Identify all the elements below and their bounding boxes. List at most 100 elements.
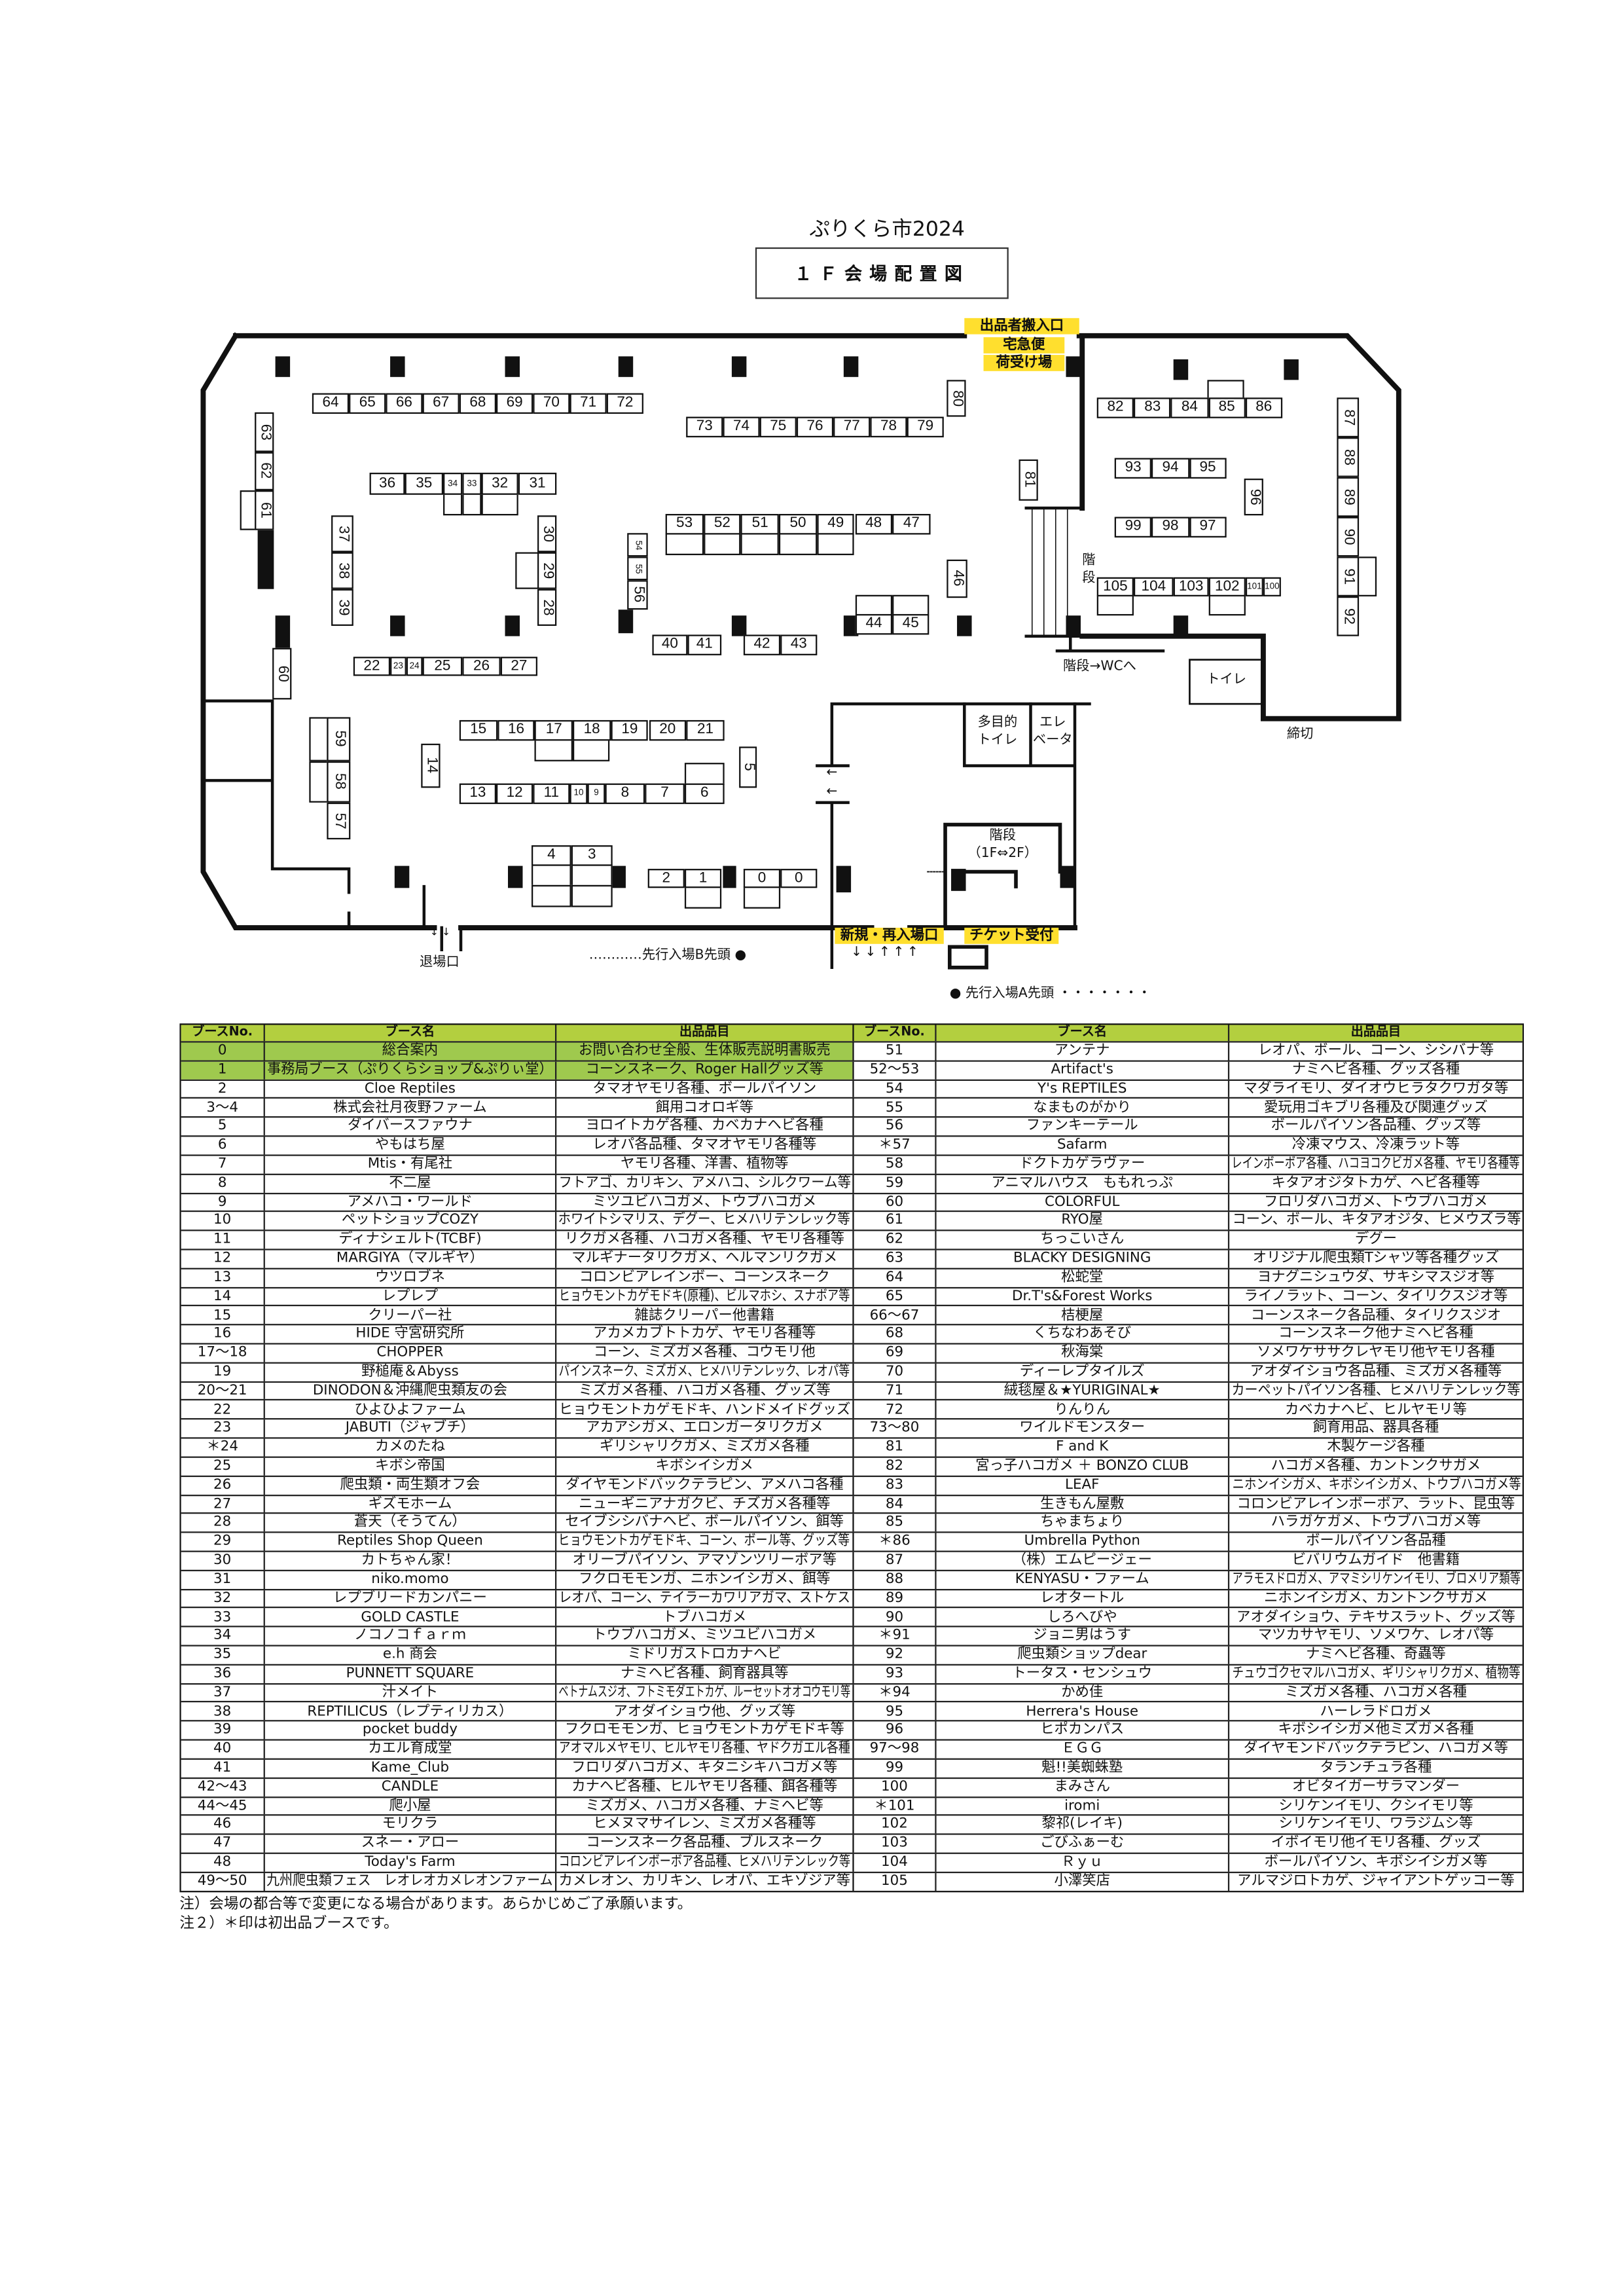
booth-85[interactable]: 85 xyxy=(1208,397,1246,418)
booth-95[interactable]: 95 xyxy=(1189,458,1227,479)
booth-77[interactable]: 77 xyxy=(833,416,871,438)
booth-98[interactable]: 98 xyxy=(1151,517,1189,538)
booth-74[interactable]: 74 xyxy=(723,416,760,438)
booth-94[interactable]: 94 xyxy=(1151,458,1189,479)
booth-101[interactable]: 101 xyxy=(1245,577,1263,596)
booth-25[interactable]: 25 xyxy=(422,657,463,676)
booth-10[interactable]: 10 xyxy=(569,783,588,805)
booth-104[interactable]: 104 xyxy=(1133,577,1174,596)
booth-42[interactable]: 42 xyxy=(743,634,781,655)
booth-49[interactable]: 49 xyxy=(816,514,855,535)
booth-40[interactable]: 40 xyxy=(652,634,688,655)
booth-24[interactable]: 24 xyxy=(406,657,423,676)
booth-65[interactable]: 65 xyxy=(349,393,386,414)
booth-56[interactable]: 56 xyxy=(627,580,648,610)
booth-67[interactable]: 67 xyxy=(422,393,460,414)
booth-60[interactable]: 60 xyxy=(272,647,292,700)
booth-100[interactable]: 100 xyxy=(1263,577,1281,596)
booth-19[interactable]: 19 xyxy=(611,720,649,741)
booth-22[interactable]: 22 xyxy=(353,657,391,676)
booth-36[interactable]: 36 xyxy=(369,473,405,495)
booth-58[interactable]: 58 xyxy=(327,761,351,803)
booth-30[interactable]: 30 xyxy=(537,515,557,553)
booth-105[interactable]: 105 xyxy=(1096,577,1134,596)
booth-90[interactable]: 90 xyxy=(1337,517,1360,557)
booth-68[interactable]: 68 xyxy=(459,393,497,414)
booth-44[interactable]: 44 xyxy=(855,613,893,635)
booth-26[interactable]: 26 xyxy=(462,657,501,676)
booth-1[interactable]: 1 xyxy=(684,869,722,888)
booth-102[interactable]: 102 xyxy=(1208,577,1246,596)
booth-9[interactable]: 9 xyxy=(587,783,605,805)
booth-69[interactable]: 69 xyxy=(496,393,533,414)
booth-54[interactable]: 54 xyxy=(627,533,648,557)
booth-4[interactable]: 4 xyxy=(531,845,571,866)
booth-53[interactable]: 53 xyxy=(665,514,704,535)
booth-47[interactable]: 47 xyxy=(892,514,931,535)
booth-91[interactable]: 91 xyxy=(1337,556,1360,596)
booth-0[interactable]: 0 xyxy=(743,869,781,888)
booth-70[interactable]: 70 xyxy=(533,393,570,414)
booth-12[interactable]: 12 xyxy=(496,783,533,805)
booth-20[interactable]: 20 xyxy=(648,720,687,741)
booth-6[interactable]: 6 xyxy=(684,783,725,805)
booth-76[interactable]: 76 xyxy=(796,416,834,438)
booth-73[interactable]: 73 xyxy=(686,416,723,438)
booth-55[interactable]: 55 xyxy=(627,556,648,581)
booth-82[interactable]: 82 xyxy=(1096,397,1134,418)
booth-45[interactable]: 45 xyxy=(892,613,929,635)
booth-0[interactable]: 0 xyxy=(780,869,818,888)
booth-29[interactable]: 29 xyxy=(537,552,557,589)
booth-7[interactable]: 7 xyxy=(645,783,685,805)
booth-50[interactable]: 50 xyxy=(779,514,817,535)
booth-99[interactable]: 99 xyxy=(1114,517,1152,538)
booth-33[interactable]: 33 xyxy=(462,473,482,495)
booth-83[interactable]: 83 xyxy=(1134,397,1172,418)
booth-28[interactable]: 28 xyxy=(537,589,557,626)
booth-88[interactable]: 88 xyxy=(1337,437,1360,477)
booth-103[interactable]: 103 xyxy=(1173,577,1209,596)
booth-71[interactable]: 71 xyxy=(569,393,607,414)
booth-11[interactable]: 11 xyxy=(533,783,570,805)
booth-62[interactable]: 62 xyxy=(255,452,274,491)
booth-89[interactable]: 89 xyxy=(1337,477,1360,517)
booth-8[interactable]: 8 xyxy=(605,783,645,805)
booth-51[interactable]: 51 xyxy=(741,514,780,535)
booth-64[interactable]: 64 xyxy=(312,393,350,414)
booth-34[interactable]: 34 xyxy=(443,473,463,495)
booth-59[interactable]: 59 xyxy=(327,717,351,761)
booth-93[interactable]: 93 xyxy=(1114,458,1152,479)
booth-46[interactable]: 46 xyxy=(947,559,967,598)
booth-63[interactable]: 63 xyxy=(255,412,274,452)
booth-39[interactable]: 39 xyxy=(331,589,353,626)
booth-23[interactable]: 23 xyxy=(390,657,406,676)
booth-13[interactable]: 13 xyxy=(459,783,497,805)
booth-97[interactable]: 97 xyxy=(1189,517,1227,538)
booth-92[interactable]: 92 xyxy=(1337,596,1360,636)
booth-96[interactable]: 96 xyxy=(1244,479,1263,516)
booth-81[interactable]: 81 xyxy=(1019,459,1038,501)
booth-41[interactable]: 41 xyxy=(687,634,722,655)
booth-43[interactable]: 43 xyxy=(780,634,818,655)
booth-75[interactable]: 75 xyxy=(759,416,797,438)
booth-87[interactable]: 87 xyxy=(1337,397,1360,438)
booth-2[interactable]: 2 xyxy=(647,869,685,888)
booth-17[interactable]: 17 xyxy=(535,720,573,741)
booth-14[interactable]: 14 xyxy=(421,743,441,788)
booth-61[interactable]: 61 xyxy=(255,490,274,530)
booth-86[interactable]: 86 xyxy=(1245,397,1283,418)
booth-79[interactable]: 79 xyxy=(907,416,944,438)
booth-27[interactable]: 27 xyxy=(500,657,537,676)
booth-80[interactable]: 80 xyxy=(947,380,966,417)
booth-15[interactable]: 15 xyxy=(459,720,497,741)
booth-35[interactable]: 35 xyxy=(405,473,444,495)
booth-52[interactable]: 52 xyxy=(703,514,742,535)
booth-18[interactable]: 18 xyxy=(573,720,611,741)
booth-21[interactable]: 21 xyxy=(686,720,725,741)
booth-31[interactable]: 31 xyxy=(518,473,557,495)
booth-57[interactable]: 57 xyxy=(327,802,351,840)
booth-66[interactable]: 66 xyxy=(386,393,423,414)
booth-37[interactable]: 37 xyxy=(331,515,353,553)
booth-3[interactable]: 3 xyxy=(571,845,613,866)
booth-72[interactable]: 72 xyxy=(606,393,643,414)
